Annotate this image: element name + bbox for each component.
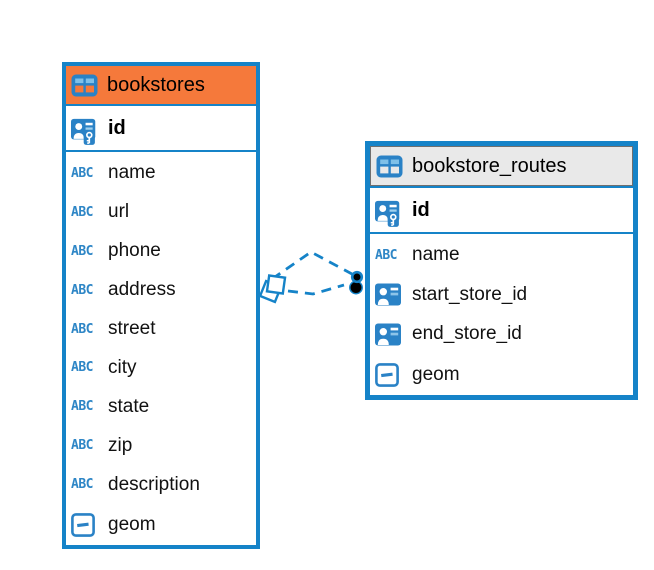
table-header-bookstore-routes[interactable]: bookstore_routes xyxy=(370,146,633,186)
column-row[interactable]: ABC name xyxy=(370,236,633,275)
text-type-icon: ABC xyxy=(71,204,93,220)
column-row-pk[interactable]: id xyxy=(370,188,633,232)
text-type-icon: ABC xyxy=(71,321,93,337)
text-type-icon: ABC xyxy=(71,399,93,415)
column-row[interactable]: ABC name xyxy=(66,154,256,193)
text-type-icon: ABC xyxy=(71,438,93,454)
column-row[interactable]: ABC street xyxy=(66,310,256,349)
column-row[interactable]: ABC zip xyxy=(66,426,256,465)
column-row[interactable]: ABC city xyxy=(66,349,256,388)
column-name: description xyxy=(108,473,200,495)
entity-table-bookstore-routes[interactable]: bookstore_routes id xyxy=(365,141,638,400)
text-type-icon: ABC xyxy=(375,247,397,263)
header-divider xyxy=(370,186,633,188)
column-name: name xyxy=(412,244,460,266)
column-name: start_store_id xyxy=(412,283,528,305)
primary-key-icon xyxy=(375,192,403,228)
column-row[interactable]: end_store_id xyxy=(370,315,633,355)
pk-divider xyxy=(66,150,256,152)
column-name: url xyxy=(108,201,130,223)
table-icon xyxy=(71,74,99,97)
column-list: ABC name start_store_id xyxy=(370,234,633,395)
column-name: state xyxy=(108,395,150,417)
relationship-line[interactable] xyxy=(287,283,345,296)
relationship-source-diamond[interactable] xyxy=(258,274,287,304)
relationship-line[interactable] xyxy=(271,250,353,281)
column-row-pk[interactable]: id xyxy=(66,106,256,150)
pk-divider xyxy=(370,232,633,234)
entity-table-bookstores[interactable]: bookstores id xyxy=(62,62,260,549)
column-name: end_store_id xyxy=(412,323,522,345)
column-name: phone xyxy=(108,240,161,262)
text-type-icon: ABC xyxy=(71,360,93,376)
header-divider xyxy=(66,104,256,106)
column-name: geom xyxy=(108,513,156,535)
text-type-icon: ABC xyxy=(71,165,93,181)
column-name: zip xyxy=(108,434,133,456)
table-header-bookstores[interactable]: bookstores xyxy=(66,66,256,104)
column-row[interactable]: ABC address xyxy=(66,271,256,310)
text-type-icon: ABC xyxy=(71,282,93,298)
column-row[interactable]: geom xyxy=(66,504,256,545)
column-name: address xyxy=(108,279,176,301)
text-type-icon: ABC xyxy=(71,243,93,259)
reference-type-icon xyxy=(375,283,403,306)
column-row[interactable]: start_store_id xyxy=(370,275,633,315)
table-title: bookstore_routes xyxy=(412,154,567,177)
column-row[interactable]: ABC state xyxy=(66,387,256,426)
primary-key-icon xyxy=(71,110,99,146)
geometry-type-icon xyxy=(375,362,403,387)
column-name: id xyxy=(412,198,430,221)
column-name: street xyxy=(108,318,156,340)
table-title: bookstores xyxy=(107,73,205,96)
column-row[interactable]: ABC phone xyxy=(66,232,256,271)
column-row[interactable]: ABC description xyxy=(66,465,256,504)
column-list: ABC name ABC url ABC phone ABC address A… xyxy=(66,152,256,545)
reference-type-icon xyxy=(375,323,403,346)
relationship-target-dot[interactable] xyxy=(349,270,364,295)
column-name: id xyxy=(108,116,126,139)
column-row[interactable]: ABC url xyxy=(66,193,256,232)
column-row[interactable]: geom xyxy=(370,354,633,395)
column-name: name xyxy=(108,162,156,184)
geometry-type-icon xyxy=(71,512,99,537)
column-name: geom xyxy=(412,363,460,385)
text-type-icon: ABC xyxy=(71,477,93,493)
table-icon xyxy=(376,155,404,178)
column-name: city xyxy=(108,356,137,378)
